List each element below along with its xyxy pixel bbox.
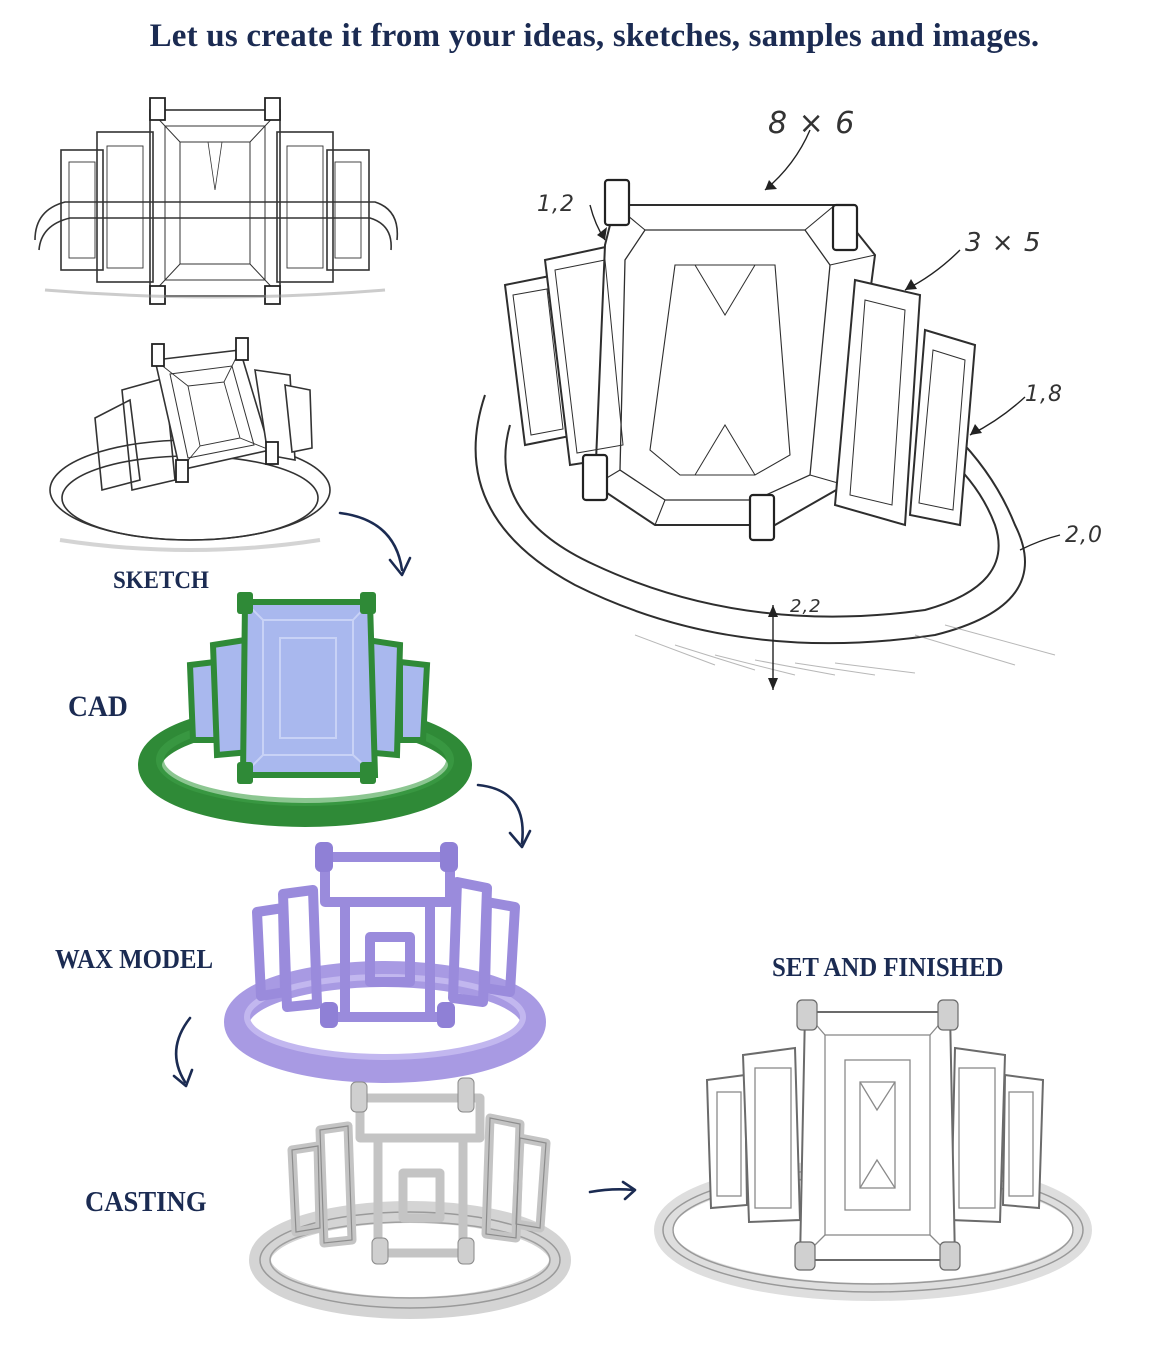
cad-ring xyxy=(138,592,472,827)
dim-setting: 1,8 xyxy=(1025,382,1063,407)
sketch-front-view xyxy=(34,97,399,305)
dim-band-width: 2,2 xyxy=(790,596,822,617)
label-cad: CAD xyxy=(68,690,128,723)
arrow-sketch-to-cad xyxy=(338,511,412,577)
dim-prong: 1,2 xyxy=(537,192,575,217)
arrow-cad-to-wax xyxy=(476,783,532,849)
label-set-and-finished: SET AND FINISHED xyxy=(772,952,1004,982)
label-sketch: SKETCH xyxy=(113,567,209,594)
label-casting: CASTING xyxy=(85,1186,207,1218)
wax-model-ring xyxy=(224,842,546,1083)
label-wax-model: WAX MODEL xyxy=(55,944,214,974)
dim-band-height: 2,0 xyxy=(1065,523,1103,548)
sketch-dimensioned-drawing xyxy=(474,129,1061,690)
finished-ring xyxy=(654,999,1092,1301)
headline: Let us create it from your ideas, sketch… xyxy=(149,18,1040,54)
arrow-casting-to-finished xyxy=(588,1180,637,1201)
dim-center-stone: 8 × 6 xyxy=(768,106,856,141)
arrow-wax-to-casting xyxy=(172,1016,194,1088)
sketch-perspective-view xyxy=(49,337,331,552)
casting-ring xyxy=(249,1077,571,1319)
dim-side-stone: 3 × 5 xyxy=(965,228,1042,258)
